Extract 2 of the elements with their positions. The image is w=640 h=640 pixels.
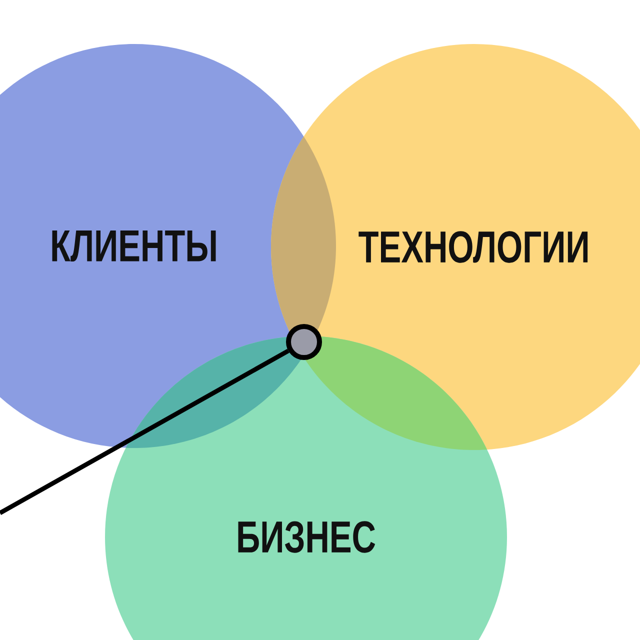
leader-line	[0, 348, 290, 515]
marker-dot	[286, 324, 322, 360]
